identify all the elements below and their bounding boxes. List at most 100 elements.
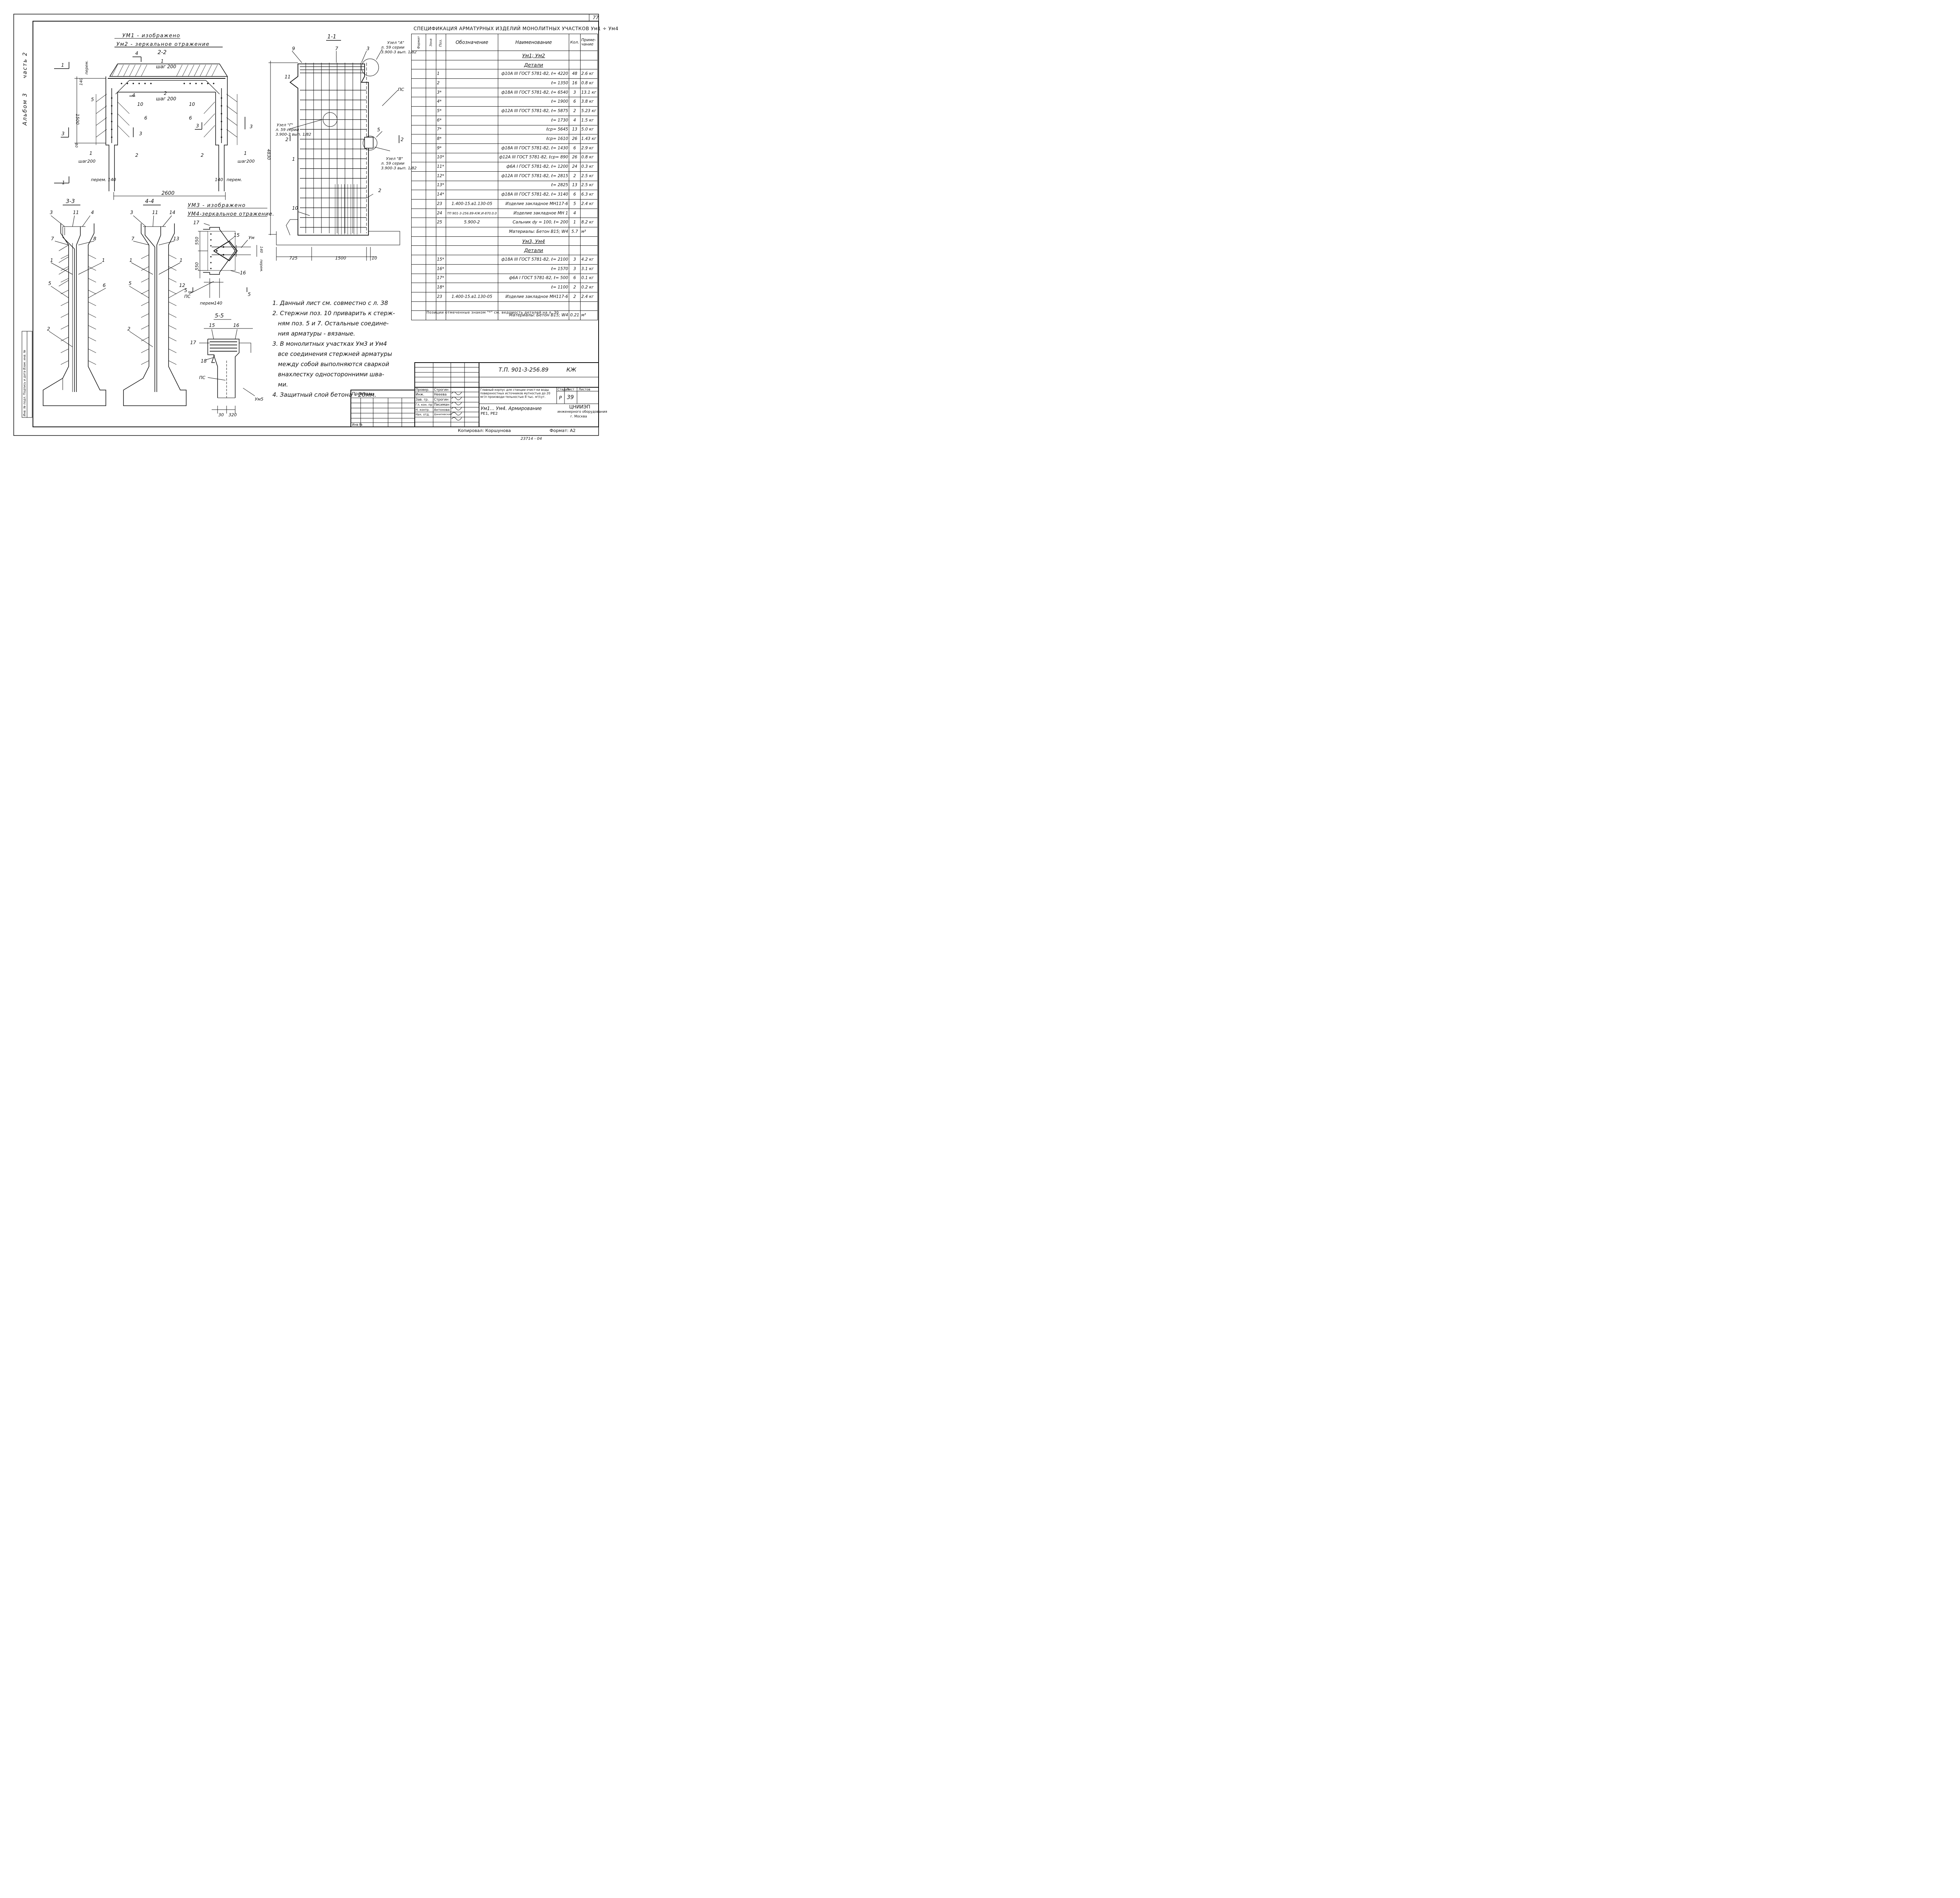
spec-cell-qty: 2 <box>569 106 581 116</box>
staff-role: Провер. <box>416 388 430 392</box>
svg-text:Инв. № подл. Подпись и дата: Инв. № подл. Подпись и дата Взам. инв. № <box>23 350 26 416</box>
sheet-name: Ум1... Ум4. Армирование <box>481 406 542 411</box>
spec-cell-note: 0.2 кг <box>580 283 598 292</box>
spec-cell-qty: 5.7 <box>569 227 581 237</box>
svg-text:перем.: перем. <box>259 259 263 272</box>
spec-table: Формат Зона Поз. Обозначение Наименовани… <box>411 34 598 320</box>
spec-cell-designation <box>445 236 499 246</box>
org-name: ЦНИИЭП <box>569 404 590 410</box>
spec-cell-note: 5.23 кг <box>580 106 598 116</box>
spec-cell-zone <box>426 78 436 88</box>
staff-role: Н. контр. <box>416 408 430 412</box>
spec-cell-note: 0.8 кг <box>580 152 598 163</box>
svg-text:3: 3 <box>130 210 133 215</box>
svg-text:11: 11 <box>285 74 290 80</box>
svg-text:шаг200: шаг200 <box>78 159 96 164</box>
spec-cell-zone <box>426 97 436 107</box>
staff-name: Нееева <box>434 393 447 397</box>
spec-cell-format <box>411 255 426 265</box>
spec-cell-name: ℓср= 5645 <box>498 125 570 135</box>
spec-cell-qty: 24 <box>569 162 581 172</box>
spec-cell-zone <box>426 115 436 125</box>
spec-cell-name: Ум1; Ум2 <box>498 51 570 60</box>
section-label-1-1: 1-1 <box>327 34 336 40</box>
spec-cell-qty <box>569 236 581 246</box>
note-line: все соединения стержней арматуры <box>278 350 392 357</box>
spec-cell-designation <box>445 143 499 153</box>
spec-cell-note: 0.3 кг <box>580 162 598 172</box>
spec-cell-name: Изделие закладное МН117-6 <box>498 199 570 209</box>
archive-stamp: 23714 - 04 <box>521 437 542 441</box>
spec-cell-zone <box>426 245 436 256</box>
svg-text:2: 2 <box>378 188 381 193</box>
staff-name: Строгин <box>434 398 449 402</box>
spec-cell-format <box>411 162 426 172</box>
spec-cell-format <box>411 218 426 228</box>
staff-name: Данилевский <box>434 413 452 416</box>
spec-cell-designation <box>445 115 499 125</box>
spec-cell-format <box>411 106 426 116</box>
svg-text:1: 1 <box>292 156 295 162</box>
project-name: Главный корпус для станции очист-ки воды… <box>480 388 550 399</box>
spec-cell-pos: 7* <box>436 125 446 135</box>
spec-cell-name: ф18А III ГОСТ 5781-82, ℓ= 6540 <box>498 87 570 98</box>
spec-cell-pos: 16* <box>436 264 446 274</box>
svg-text:л. 59 серии: л. 59 серии <box>275 128 299 132</box>
spec-cell-name <box>498 301 570 311</box>
spec-head-designation: Обозначение <box>445 34 499 51</box>
spec-cell-note: 2.5 кг <box>580 180 598 191</box>
spec-cell-note: 0.8 кг <box>580 78 598 88</box>
spec-cell-note: 1.43 кг <box>580 134 598 144</box>
spec-cell-pos: 3* <box>436 87 446 98</box>
spec-cell-name: ℓср= 1610 <box>498 134 570 144</box>
title-um3: УМ3 - изображено <box>188 203 246 209</box>
spec-cell-zone <box>426 208 436 218</box>
section-3-3-labels: 3-3 3 11 4 7 8 1 1 5 6 2 <box>47 198 106 332</box>
spec-cell-format <box>411 273 426 283</box>
spec-cell-pos: 17* <box>436 273 446 283</box>
spec-cell-name: ф12А III ГОСТ 5781-82, ℓ= 5875 <box>498 106 570 116</box>
spec-cell-designation <box>445 134 499 144</box>
svg-text:16: 16 <box>233 323 240 328</box>
sheet-value: 39 <box>567 394 574 401</box>
spec-cell-format <box>411 208 426 218</box>
section-label-2-2: 2-2 <box>158 49 167 56</box>
section-4-4-view <box>123 205 187 406</box>
spec-cell-zone <box>426 236 436 246</box>
spec-cell-qty: 16 <box>569 78 581 88</box>
svg-text:550: 550 <box>194 237 200 245</box>
spec-cell-format <box>411 292 426 302</box>
spec-cell-note: м³ <box>580 310 598 320</box>
svg-text:10: 10 <box>74 143 78 148</box>
svg-text:17: 17 <box>193 220 200 225</box>
title-block <box>350 362 599 427</box>
spec-cell-format <box>411 134 426 144</box>
spec-cell-note: 1.5 кг <box>580 115 598 125</box>
spec-cell-pos: 6* <box>436 115 446 125</box>
spec-cell-name: ф10А III ГОСТ 5781-82, ℓ= 4220 <box>498 69 570 79</box>
svg-text:3: 3 <box>250 124 253 129</box>
svg-text:5: 5 <box>248 292 251 297</box>
spec-cell-qty: 6 <box>569 273 581 283</box>
svg-text:30: 30 <box>218 412 224 417</box>
spec-cell-format <box>411 190 426 200</box>
svg-text:часть 2: часть 2 <box>22 52 28 78</box>
spec-cell-pos: 14* <box>436 190 446 200</box>
spec-cell-designation <box>445 125 499 135</box>
spec-cell-name: Сальник dу = 100, ℓ= 200 <box>498 218 570 228</box>
spec-head-note: Приме-чание <box>580 34 598 51</box>
svg-text:6: 6 <box>189 115 192 121</box>
spec-cell-pos: 11* <box>436 162 446 172</box>
spec-cell-qty: 3 <box>569 255 581 265</box>
svg-text:3: 3 <box>196 123 199 129</box>
svg-text:3: 3 <box>62 131 65 136</box>
spec-cell-note <box>580 236 598 246</box>
svg-text:5: 5 <box>377 127 380 132</box>
spec-cell-format <box>411 125 426 135</box>
stage-value: Р <box>559 395 562 401</box>
svg-text:10: 10 <box>292 205 298 211</box>
